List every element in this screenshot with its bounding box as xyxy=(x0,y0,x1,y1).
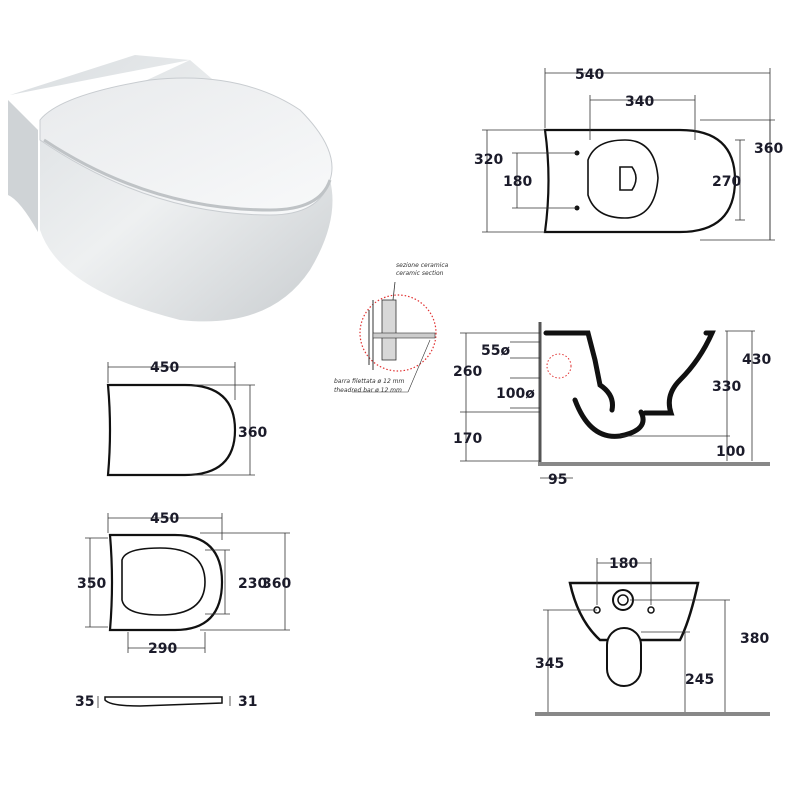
dim-lid-inner-height: 230 xyxy=(238,576,267,592)
dim-lid-width: 450 xyxy=(150,511,179,527)
dim-seat-width: 450 xyxy=(150,360,179,376)
note-section-it: sezione ceramica xyxy=(396,262,449,269)
toilet-photo xyxy=(8,55,333,322)
dim-profile-right: 31 xyxy=(238,694,257,710)
dim-front-right-height: 380 xyxy=(740,631,769,647)
dim-side-outlet-height: 100 xyxy=(716,444,745,460)
dim-fixing-distance: 180 xyxy=(503,174,532,190)
dim-lid-left-height: 350 xyxy=(77,576,106,592)
dim-lid-bottom-width: 290 xyxy=(148,641,177,657)
top-view: 540 340 320 180 360 270 xyxy=(474,67,783,241)
dim-top-inner-height: 270 xyxy=(712,174,741,190)
dim-profile-left: 35 xyxy=(75,694,94,710)
seat-lid-view: 450 350 230 360 290 xyxy=(77,511,291,657)
note-bar-it: barra filettata ø 12 mm xyxy=(334,378,405,385)
dim-seat-height: 360 xyxy=(238,425,267,441)
seat-profile: 35 31 xyxy=(75,694,257,710)
dim-front-outlet-height: 245 xyxy=(685,672,714,688)
dim-top-right-height: 360 xyxy=(754,141,783,157)
front-view: 180 345 380 245 xyxy=(535,556,770,716)
dim-side-outlet: 100ø xyxy=(496,386,535,402)
dim-front-fixing-distance: 180 xyxy=(609,556,638,572)
dim-top-inner-width: 340 xyxy=(625,94,654,110)
dim-top-width: 540 xyxy=(575,67,604,83)
dim-side-inlet: 55ø xyxy=(481,343,510,359)
dim-top-left-height: 320 xyxy=(474,152,503,168)
note-bar-en: theadred bar ø 12 mm xyxy=(334,387,402,394)
dim-side-wall-offset: 95 xyxy=(548,472,567,488)
dim-side-height: 430 xyxy=(742,352,771,368)
note-section-en: ceramic section xyxy=(396,270,444,277)
dim-side-bowl-height: 330 xyxy=(712,379,741,395)
side-view: 260 55ø 100ø 170 95 430 330 100 xyxy=(453,322,771,488)
dim-side-floor-height: 170 xyxy=(453,431,482,447)
seat-view: 450 360 xyxy=(106,360,267,477)
dim-front-left-height: 345 xyxy=(535,656,564,672)
dim-side-total-height: 260 xyxy=(453,364,482,380)
fixing-detail: sezione ceramica ceramic section barra f… xyxy=(334,262,449,394)
dim-lid-right-height: 360 xyxy=(262,576,291,592)
